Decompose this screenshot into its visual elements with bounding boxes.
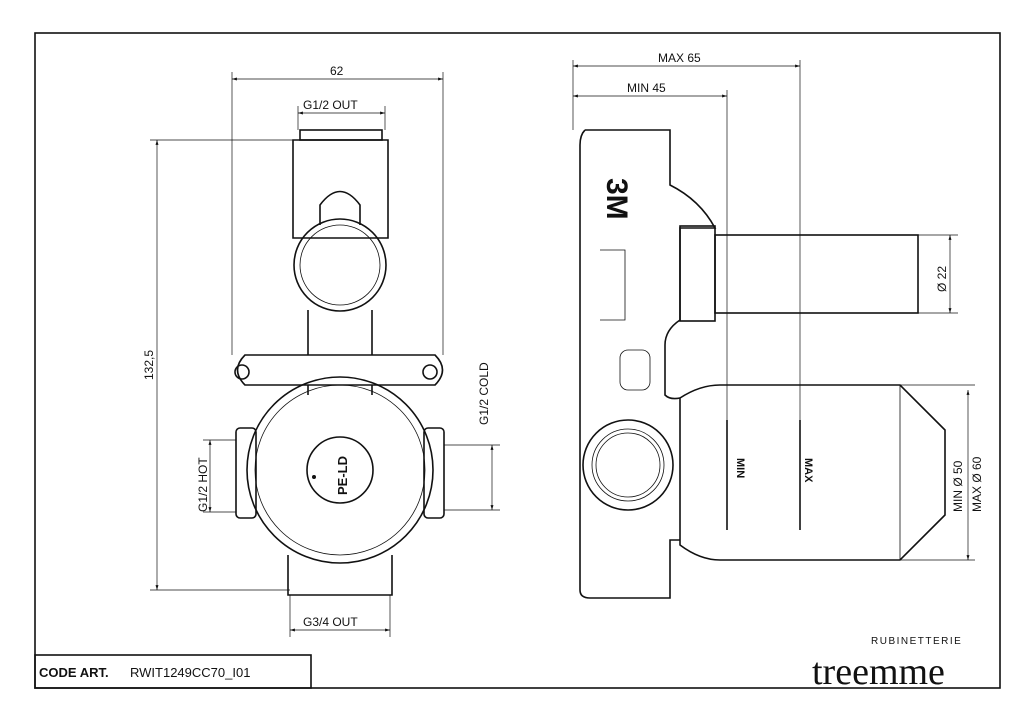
max-dia-label: MAX Ø 60 — [970, 456, 984, 512]
hot-inlet-label: G1/2 HOT — [196, 457, 210, 512]
max-mark: MAX — [802, 458, 814, 483]
pipe-dia-label: Ø 22 — [935, 266, 949, 292]
code-label: CODE ART. — [39, 665, 109, 680]
min-depth-label: MIN 45 — [627, 81, 666, 95]
brand-logo: treemme — [812, 651, 945, 693]
code-value: RWIT1249CC70_I01 — [130, 665, 250, 680]
bottom-outlet-label: G3/4 OUT — [303, 615, 358, 629]
top-outlet-label: G1/2 OUT — [303, 98, 358, 112]
cap-label: PE-LD — [335, 456, 350, 495]
side-view: MAX 65 MIN 45 3M MIN MAX Ø 22 MIN Ø 50 M… — [572, 51, 984, 599]
logo-subtitle: RUBINETTERIE — [871, 636, 962, 647]
front-view: 62 G1/2 OUT 132,5 PE-LD G1/2 COLD — [142, 64, 500, 637]
title-block — [34, 654, 312, 689]
height-dim-label: 132,5 — [142, 350, 156, 380]
max-depth-label: MAX 65 — [658, 51, 701, 65]
cold-inlet-label: G1/2 COLD — [477, 362, 491, 425]
min-mark: MIN — [734, 458, 746, 478]
width-dim-label: 62 — [330, 64, 344, 78]
drawing-frame — [34, 32, 1001, 689]
brand-mark: 3M — [600, 178, 633, 220]
min-dia-label: MIN Ø 50 — [951, 460, 965, 512]
